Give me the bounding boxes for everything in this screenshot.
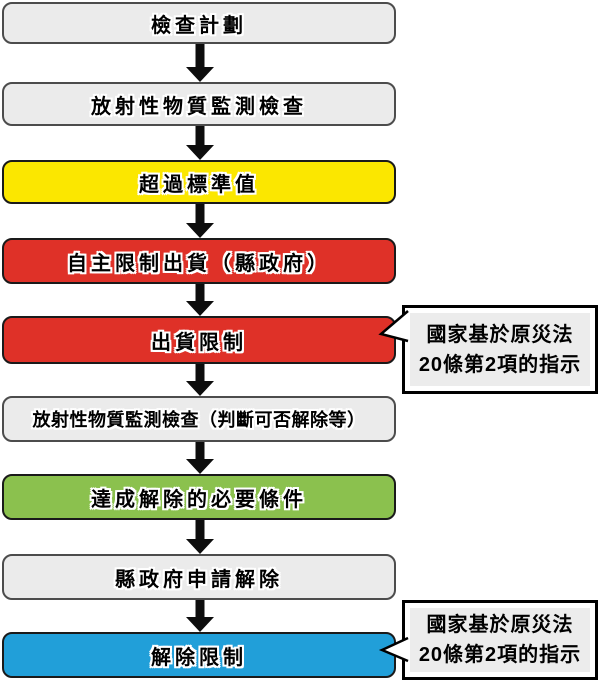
callout-tail-icon [378, 636, 409, 663]
flow-box-label: 檢查計劃 [151, 14, 247, 37]
flow-box-monitoring-for-lifting: 放射性物質監測檢查（判斷可否解除等） [2, 396, 396, 442]
flow-box-label: 解除限制 [151, 646, 247, 669]
flow-box-shipment-restriction: 出貨限制 [2, 316, 396, 364]
flow-box-exceed-standard: 超過標準值 [2, 160, 396, 204]
flow-box-inspection-plan: 檢查計劃 [2, 2, 396, 44]
down-arrow-icon [186, 442, 214, 474]
flow-box-label: 放射性物質監測檢查（判斷可否解除等） [32, 410, 366, 430]
callout-text-line2: 20條第2項的指示 [418, 353, 582, 376]
flow-box-label: 超過標準值 [139, 173, 259, 196]
down-arrow-icon [186, 600, 214, 632]
flow-box-label: 自主限制出貨（縣政府） [67, 252, 331, 275]
callout-national-directive-2: 國家基於原災法 20條第2項的指示 [402, 600, 598, 680]
down-arrow-icon [186, 44, 214, 82]
callout-text-line1: 國家基於原災法 [426, 614, 574, 636]
down-arrow-icon [186, 284, 214, 316]
down-arrow-icon [186, 204, 214, 238]
flow-box-label: 出貨限制 [151, 331, 247, 354]
down-arrow-icon [186, 520, 214, 554]
down-arrow-icon [186, 126, 214, 160]
callout-text-line2: 20條第2項的指示 [418, 644, 582, 666]
flow-box-label: 達成解除的必要條件 [91, 488, 307, 511]
flow-box-lifting-conditions-met: 達成解除的必要條件 [2, 474, 396, 520]
flow-box-radiation-monitoring: 放射性物質監測檢查 [2, 82, 396, 126]
flow-box-label: 放射性物質監測檢查 [91, 95, 307, 118]
flow-box-restriction-lifted: 解除限制 [2, 632, 396, 678]
down-arrow-icon [186, 364, 214, 396]
callout-body: 國家基於原災法 20條第2項的指示 [410, 608, 590, 672]
callout-national-directive-1: 國家基於原災法 20條第2項的指示 [402, 305, 598, 394]
flow-box-prefecture-apply-lifting: 縣政府申請解除 [2, 554, 396, 600]
flow-box-label: 縣政府申請解除 [115, 568, 283, 591]
flow-box-voluntary-shipment-restriction: 自主限制出貨（縣政府） [2, 238, 396, 284]
callout-text-line1: 國家基於原災法 [426, 323, 574, 346]
callout-tail-icon [378, 310, 409, 343]
callout-body: 國家基於原災法 20條第2項的指示 [410, 313, 590, 386]
